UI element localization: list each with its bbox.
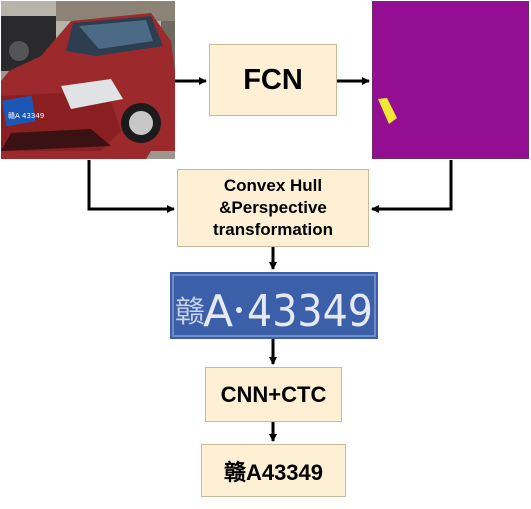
- hull-line-3: transformation: [213, 220, 333, 239]
- segmentation-mask: [372, 1, 529, 159]
- plate-number: 43349: [247, 286, 373, 337]
- cnn-ctc-label: CNN+CTC: [220, 381, 327, 407]
- arrow-mask-to-hull: [371, 160, 453, 213]
- fcn-label: FCN: [243, 63, 303, 96]
- plate-province: 赣: [175, 295, 205, 330]
- result-label: 赣A43349: [223, 459, 324, 485]
- car-plate-text: 赣A 43349: [8, 111, 44, 120]
- result-box: 赣A43349: [201, 444, 346, 497]
- convex-hull-box: Convex Hull &Perspective transformation: [177, 169, 369, 247]
- input-car-photo: 赣A 43349: [1, 1, 175, 159]
- plate-region-blob: [378, 98, 397, 124]
- cnn-ctc-box: CNN+CTC: [205, 367, 342, 422]
- plate-letter: A: [203, 286, 233, 337]
- hull-line-1: Convex Hull: [223, 176, 323, 195]
- arrow-photo-to-hull: [87, 160, 175, 213]
- hull-line-2: &Perspective: [219, 198, 327, 217]
- fcn-box: FCN: [209, 44, 337, 116]
- rectified-plate-image: 赣 A 43349: [170, 272, 378, 339]
